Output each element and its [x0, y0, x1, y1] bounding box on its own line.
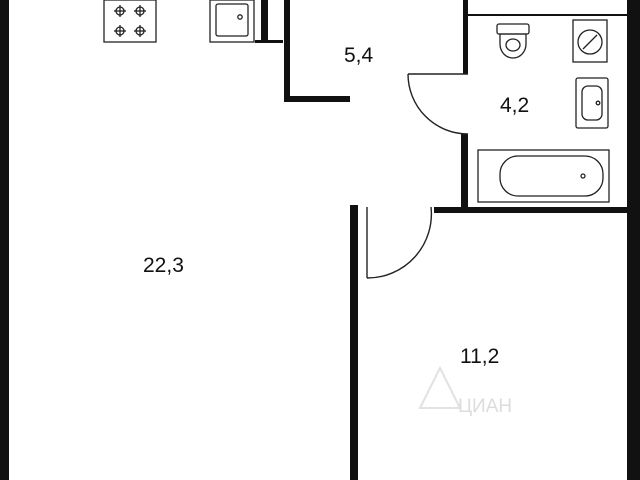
watermark-logo-icon — [418, 365, 462, 409]
toilet-icon — [496, 23, 530, 59]
outer-wall-right — [627, 0, 640, 480]
room-area-kitchen: 5,4 — [344, 44, 374, 67]
room-area-bathroom: 4,2 — [500, 94, 529, 117]
stove-icon — [103, 0, 157, 43]
washbasin-icon — [575, 77, 609, 129]
washing-machine-icon — [572, 19, 608, 63]
bathroom-wall-floor — [434, 207, 627, 213]
bathroom-top-line — [468, 14, 628, 16]
sink-icon — [209, 0, 255, 43]
room-area-bedroom: 11,2 — [460, 345, 499, 368]
bedroom-wall-left — [350, 205, 358, 480]
kitchen-wall-vertical — [284, 0, 290, 102]
watermark: ЦИАН — [418, 365, 512, 417]
watermark-text: ЦИАН — [458, 396, 512, 417]
room-area-living: 22,3 — [143, 254, 184, 277]
bathroom-wall-bottom — [461, 134, 468, 212]
bathtub-icon — [477, 149, 610, 203]
kitchen-counter-edge — [255, 40, 283, 43]
outer-wall-left — [0, 0, 9, 480]
bathroom-door — [407, 73, 469, 135]
kitchen-wall-top-stub — [261, 0, 268, 40]
bathroom-wall-top — [463, 0, 468, 74]
bedroom-door — [366, 206, 433, 279]
kitchen-wall-stub — [284, 96, 350, 102]
